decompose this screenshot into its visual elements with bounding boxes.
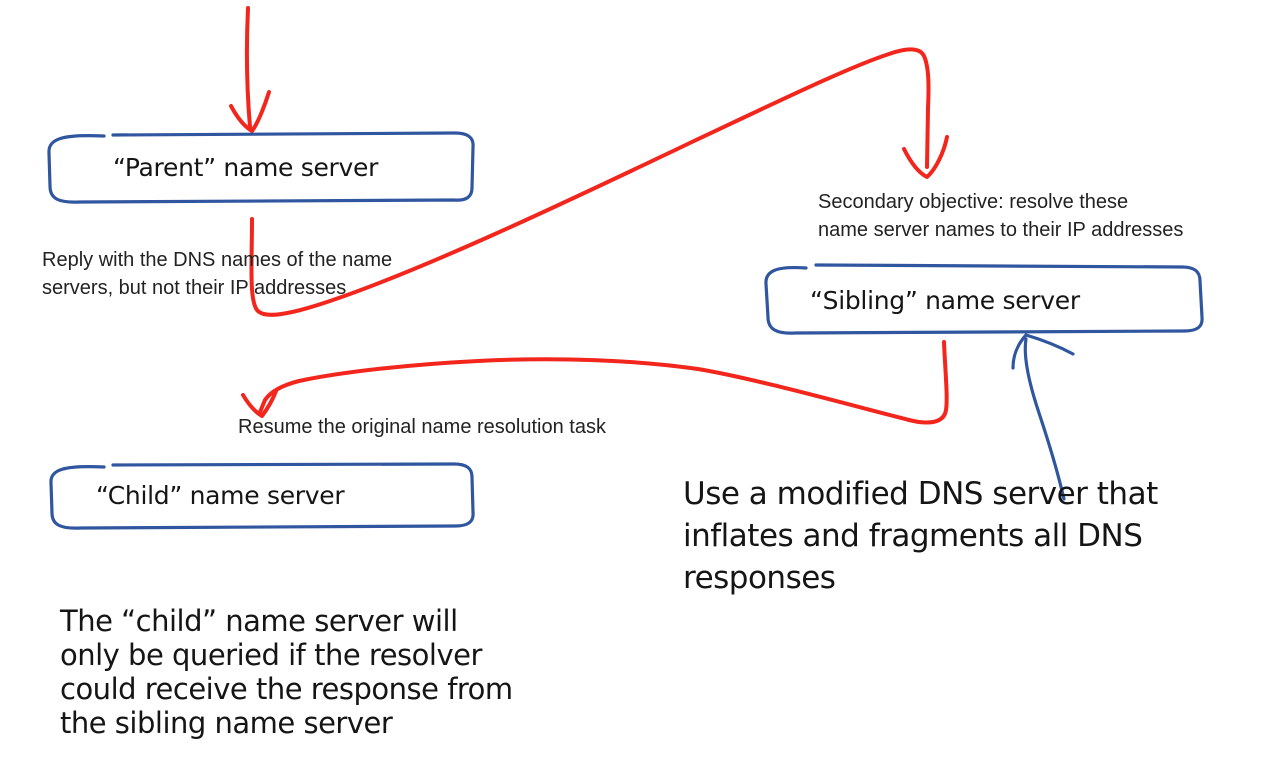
secondary-objective-line1: Secondary objective: resolve these: [818, 191, 1129, 213]
reply-annotation: Reply with the DNS names of the name ser…: [42, 246, 392, 302]
child-box-label: “Child” name server: [96, 481, 345, 510]
resume-resolution-arrow-icon: [241, 340, 949, 425]
reply-annotation-line2: servers, but not their IP addresses: [42, 277, 347, 299]
modified-server-pointer-arrow-icon: [1011, 333, 1075, 501]
arrow-shaft: [258, 340, 949, 425]
sibling-box-label: “Sibling” name server: [810, 286, 1080, 315]
child-query-note-line3: could receive the response from: [60, 672, 513, 706]
parent-box-outline: [47, 131, 475, 204]
query-to-parent-arrow-icon: [229, 6, 271, 133]
arrow-shaft: [249, 47, 931, 317]
arrow-shaft: [244, 6, 252, 129]
delegate-to-sibling-arrow-icon: [249, 47, 949, 317]
secondary-objective-annotation: Secondary objective: resolve these name …: [818, 188, 1183, 244]
sibling-box-outline: [764, 263, 1204, 335]
child-query-note: The “child” name server will only be que…: [60, 604, 513, 740]
arrow-head: [1011, 333, 1075, 370]
arrow-head: [229, 90, 271, 133]
reply-annotation-line1: Reply with the DNS names of the name: [42, 249, 393, 271]
arrow-head: [241, 389, 278, 418]
child-box-outline: [49, 462, 475, 530]
child-query-note-line2: only be queried if the resolver: [60, 638, 482, 672]
child-query-note-line1: The “child” name server will: [60, 604, 458, 638]
child-query-note-line4: the sibling name server: [60, 706, 393, 740]
parent-box-label: “Parent” name server: [113, 153, 379, 182]
arrow-head: [902, 135, 949, 179]
arrow-shaft: [1023, 337, 1066, 501]
modified-server-note-line3: responses: [683, 560, 836, 596]
resume-annotation: Resume the original name resolution task: [238, 416, 606, 438]
secondary-objective-line2: name server names to their IP addresses: [818, 219, 1184, 241]
modified-server-note: Use a modified DNS server that inflates …: [683, 473, 1158, 599]
modified-server-note-line1: Use a modified DNS server that: [683, 476, 1158, 512]
modified-server-note-line2: inflates and fragments all DNS: [683, 518, 1143, 554]
